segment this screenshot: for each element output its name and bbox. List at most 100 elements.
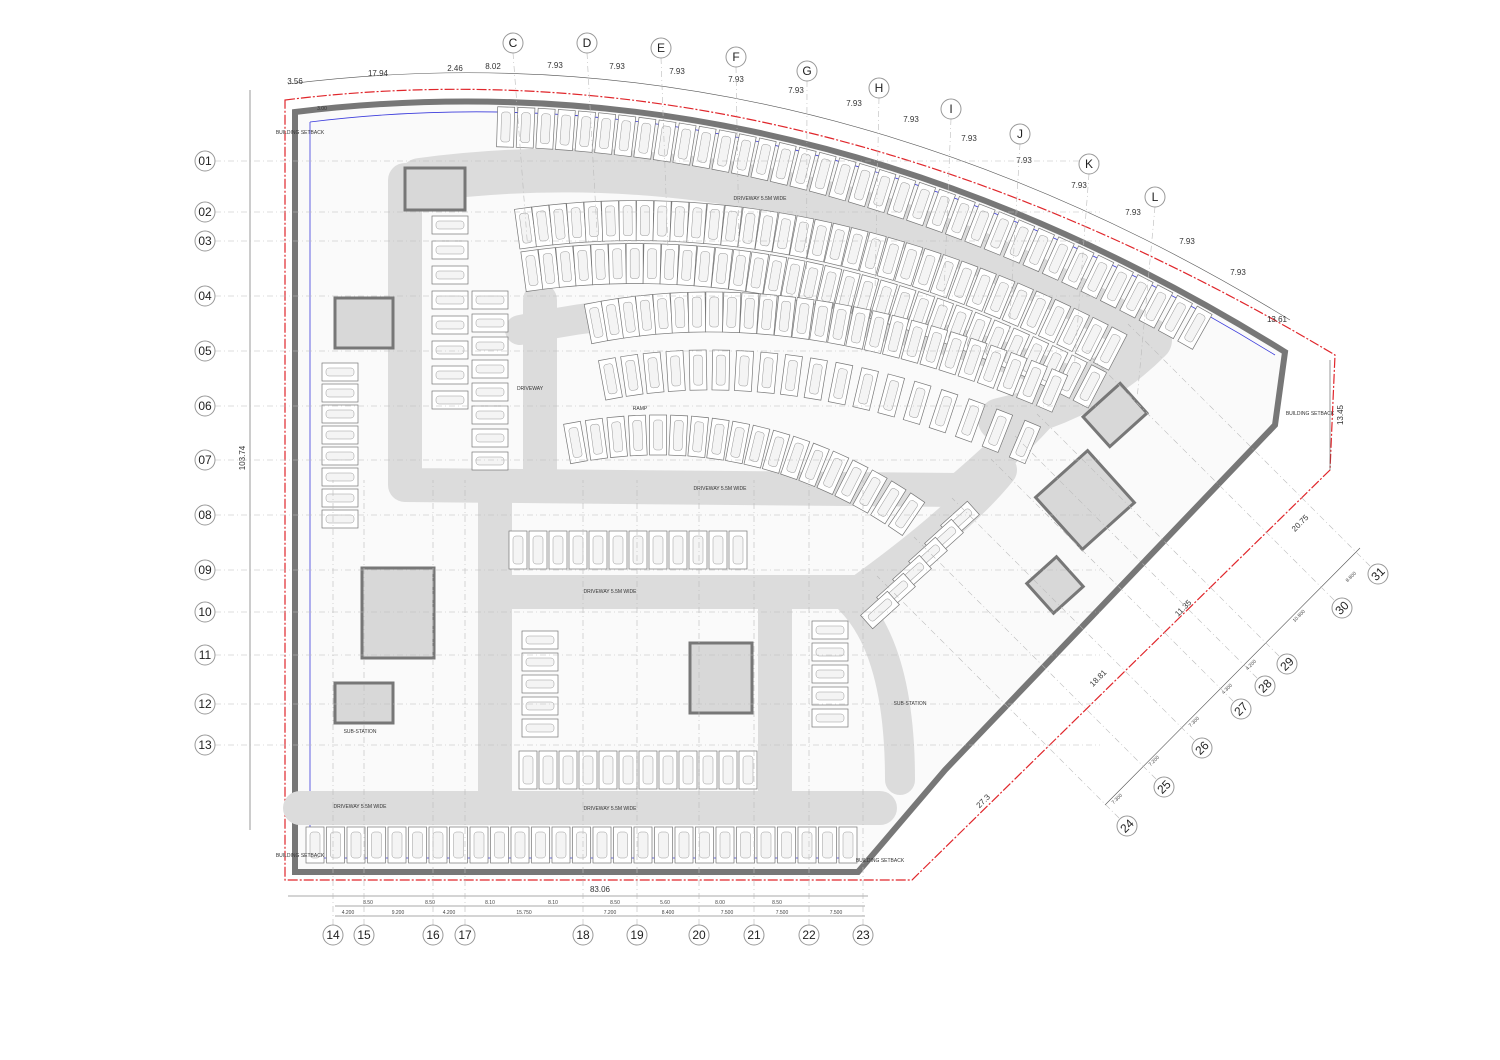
parking-stall — [900, 319, 929, 364]
grid-label: 13 — [198, 738, 212, 752]
dim-top: 7.93 — [788, 86, 804, 95]
car-icon — [944, 338, 962, 369]
car-icon — [599, 118, 612, 149]
parking-stall — [515, 107, 536, 149]
car-icon — [698, 251, 711, 282]
parking-stall — [944, 195, 976, 241]
parking-stall — [669, 200, 690, 243]
dim-top: 7.93 — [609, 62, 625, 71]
car-icon — [568, 427, 583, 458]
dim-right: 13.45 — [1336, 404, 1345, 425]
grid-line — [512, 52, 528, 244]
parking-stall — [659, 243, 680, 286]
parking-stall — [518, 750, 538, 790]
car-icon — [589, 307, 604, 338]
parking-stall — [521, 630, 559, 650]
car-icon — [618, 120, 632, 152]
grid-bubble — [194, 285, 216, 307]
parking-stall — [1157, 294, 1193, 340]
car-icon — [473, 831, 485, 859]
car-icon — [672, 535, 684, 565]
car-icon — [1015, 427, 1035, 457]
parking-stall — [321, 425, 359, 445]
parking-stall — [387, 826, 407, 864]
parking-stall — [668, 414, 689, 457]
grid-bubble — [194, 504, 216, 526]
parking-stall — [598, 750, 618, 790]
grid-bubble — [725, 46, 747, 68]
car-icon — [325, 493, 355, 503]
car-icon — [622, 755, 634, 785]
dim-top: 7.93 — [1016, 156, 1032, 165]
parking-stall — [521, 652, 559, 672]
grid-bubble — [868, 77, 890, 99]
dim-right: 11.35 — [1173, 598, 1193, 618]
parking-stall — [777, 826, 796, 864]
driveway-label: DRIVEWAY — [517, 386, 544, 392]
car-icon — [761, 357, 774, 389]
car-icon — [867, 598, 893, 622]
car-icon — [717, 135, 732, 167]
parking-stall — [827, 302, 852, 346]
parking-stall — [756, 826, 776, 864]
car-icon — [829, 229, 845, 260]
car-icon — [520, 112, 531, 144]
parking-stall — [965, 267, 997, 312]
car-icon — [730, 427, 745, 458]
car-icon — [602, 755, 614, 785]
parking-stall — [852, 469, 888, 514]
grid-label: 20 — [692, 928, 706, 942]
car-icon — [1184, 313, 1206, 343]
car-icon — [1022, 367, 1042, 397]
parking-stall — [326, 826, 345, 864]
car-icon — [815, 691, 845, 701]
grid-label: J — [1017, 127, 1023, 141]
parking-stall — [957, 337, 988, 382]
parking-stall — [860, 590, 900, 630]
parking-stall — [686, 201, 707, 244]
parking-stall — [1035, 368, 1069, 413]
parking-stall — [678, 750, 698, 790]
car-icon — [814, 305, 828, 337]
car-icon — [572, 535, 584, 565]
car-icon — [475, 410, 505, 420]
parking-stall — [428, 826, 448, 864]
parking-stall — [583, 300, 609, 345]
parking-stall — [431, 390, 469, 410]
grid-label: K — [1085, 157, 1093, 171]
setback-label: BUILDING SETBACK — [276, 130, 325, 136]
grid-label: 12 — [198, 697, 212, 711]
parking-stall — [809, 299, 834, 343]
parking-stall — [852, 367, 879, 411]
car-icon — [708, 208, 720, 240]
parking-stall — [816, 450, 850, 495]
parking-stall — [528, 530, 548, 570]
parking-stall — [471, 313, 509, 333]
car-icon — [1100, 333, 1121, 364]
grid-label: 17 — [458, 928, 472, 942]
stair-core — [1080, 381, 1150, 449]
dim-top: 7.93 — [547, 61, 563, 70]
car-icon — [803, 267, 819, 299]
parking-stall — [688, 530, 708, 570]
car-icon — [475, 341, 505, 351]
parking-stall — [617, 295, 641, 339]
car-icon — [552, 535, 564, 565]
parking-stall — [514, 206, 538, 250]
parking-stall — [665, 350, 686, 392]
parking-stall — [566, 201, 587, 244]
grid-label: C — [509, 36, 518, 50]
setback-label: BUILDING SETBACK — [276, 853, 325, 859]
parking-stall — [738, 750, 758, 790]
car-icon — [412, 831, 423, 859]
car-icon — [1008, 289, 1028, 320]
grid-bubble — [576, 32, 598, 54]
car-icon — [576, 831, 587, 859]
car-icon — [605, 205, 616, 237]
car-icon — [970, 210, 989, 241]
car-icon — [622, 205, 633, 236]
dim-bottom: 7.500 — [830, 910, 843, 916]
car-icon — [522, 755, 534, 785]
grid-line — [990, 458, 1234, 702]
